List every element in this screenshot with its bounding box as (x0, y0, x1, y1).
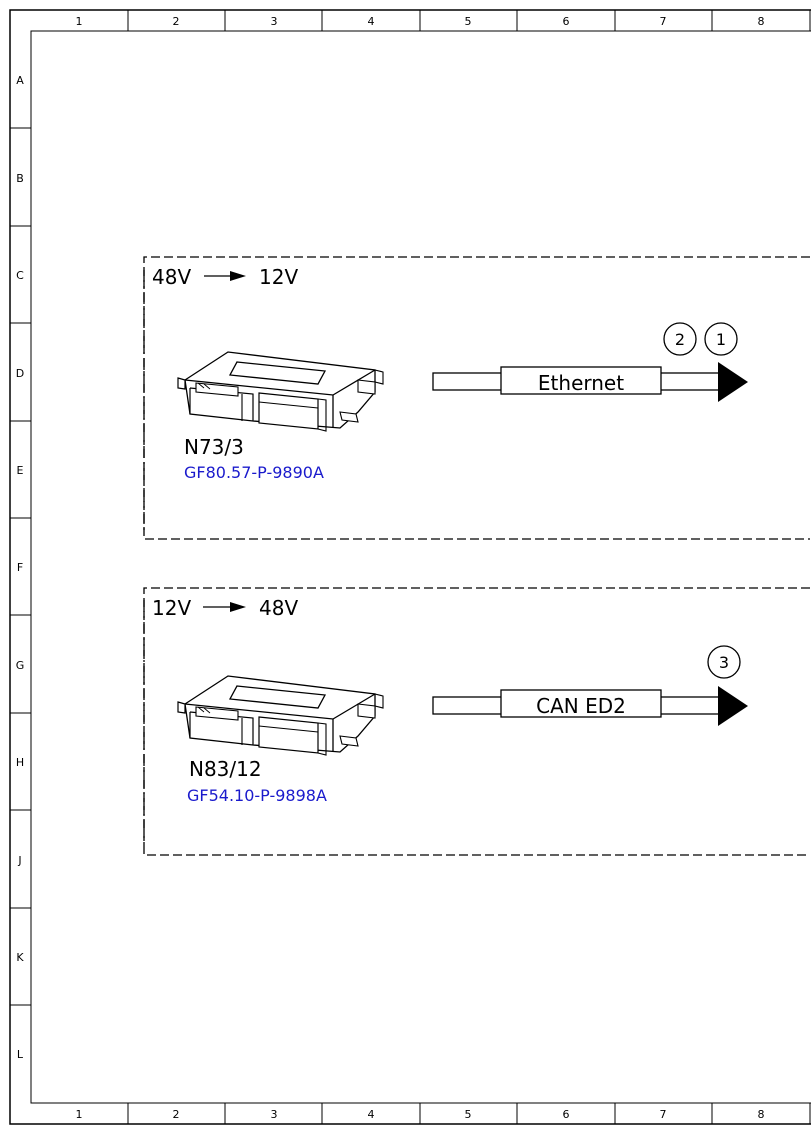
column-labels-top: 1 2 3 4 5 6 7 8 (76, 15, 765, 28)
voltage-to-label: 48V (259, 596, 298, 620)
block-dc-converter-48-12: 48V 12V N73/3 GF80.57-P-9890A Ethernet 2… (143, 256, 810, 540)
voltage-from-label: 48V (152, 265, 191, 289)
col-label: 3 (271, 1108, 278, 1121)
row-label: C (16, 269, 24, 282)
inner-frame (30, 30, 811, 1104)
bus-label-box (500, 689, 662, 718)
col-label: 4 (368, 15, 375, 28)
col-label: 8 (758, 1108, 765, 1121)
row-label: K (16, 951, 24, 964)
voltage-from-label: 12V (152, 596, 191, 620)
control-unit-icon (177, 675, 384, 756)
row-label: L (17, 1048, 24, 1061)
component-id: N83/12 (189, 757, 262, 781)
callout-marker: 1 (704, 322, 738, 356)
col-label: 7 (660, 15, 667, 28)
row-ruler-left (10, 127, 31, 1006)
block-dc-converter-12-48: 12V 48V N83/12 GF54.10-P-9898A CAN ED2 3 (143, 587, 810, 856)
col-label: 5 (465, 15, 472, 28)
row-label: A (16, 74, 24, 87)
reference-link[interactable]: GF54.10-P-9898A (187, 786, 327, 805)
callout-marker: 3 (707, 645, 741, 679)
component-id: N73/3 (184, 435, 244, 459)
row-label: E (17, 464, 24, 477)
column-ruler-bottom (127, 1103, 811, 1124)
callout-marker: 2 (663, 322, 697, 356)
col-label: 6 (563, 15, 570, 28)
col-label: 2 (173, 1108, 180, 1121)
col-label: 4 (368, 1108, 375, 1121)
col-label: 3 (271, 15, 278, 28)
voltage-to-label: 12V (259, 265, 298, 289)
control-unit-icon (177, 351, 384, 432)
bus-label: CAN ED2 (536, 694, 626, 718)
callout-number: 3 (719, 653, 729, 672)
bus-connector-ethernet: Ethernet (432, 362, 748, 402)
row-label: F (17, 561, 23, 574)
col-label: 1 (76, 15, 83, 28)
bus-label: Ethernet (538, 371, 624, 395)
arrow-head-icon (718, 362, 748, 402)
col-label: 1 (76, 1108, 83, 1121)
arrow-head-icon (718, 686, 748, 726)
conversion-arrow-icon (204, 271, 246, 281)
column-ruler-top (127, 10, 811, 31)
conversion-arrow-icon (203, 602, 246, 612)
callout-number: 1 (716, 330, 726, 349)
row-labels: A B C D E F G H J K L (16, 74, 25, 1061)
reference-link[interactable]: GF80.57-P-9890A (184, 463, 324, 482)
col-label: 5 (465, 1108, 472, 1121)
column-labels-bottom: 1 2 3 4 5 6 7 8 (76, 1108, 765, 1121)
row-label: D (16, 367, 24, 380)
outer-frame (9, 9, 811, 1125)
col-label: 7 (660, 1108, 667, 1121)
col-label: 2 (173, 15, 180, 28)
col-label: 6 (563, 1108, 570, 1121)
row-label: B (16, 172, 24, 185)
callout-number: 2 (675, 330, 685, 349)
row-label: J (17, 854, 21, 867)
bus-connector-can: CAN ED2 (432, 686, 748, 726)
bus-label-box (500, 366, 662, 395)
row-label: G (16, 659, 25, 672)
col-label: 8 (758, 15, 765, 28)
row-label: H (16, 756, 24, 769)
